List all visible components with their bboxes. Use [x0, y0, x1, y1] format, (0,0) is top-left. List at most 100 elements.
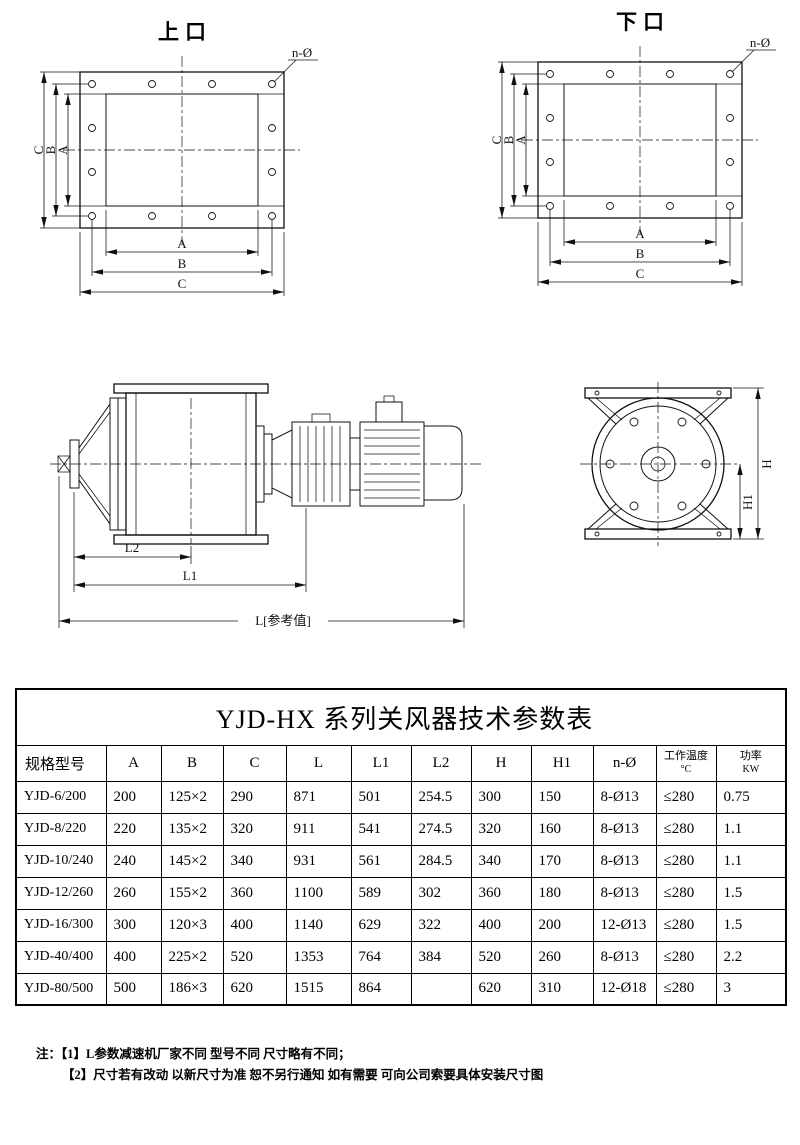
cell-temp: ≤280 — [655, 908, 717, 942]
cell-l1: 589 — [350, 876, 412, 910]
cell-a: 260 — [105, 876, 162, 910]
note-line-1: 注：【1】L参数减速机厂家不同 型号不同 尺寸略有不同； — [36, 1044, 776, 1065]
cell-l1: 864 — [350, 972, 412, 1006]
dim-a-left-label: A — [513, 135, 528, 145]
cell-model: YJD-8/220 — [15, 812, 107, 846]
bolt-callout: n-Ø — [273, 45, 318, 83]
cell-model: YJD-80/500 — [15, 972, 107, 1006]
centerlines — [522, 46, 758, 234]
dim-a-bottom-label: A — [177, 236, 187, 251]
note-line-2: 【2】尺寸若有改动 以新尺寸为准 恕不另行通知 如有需要 可向公司索要具体安装尺… — [62, 1065, 776, 1086]
col-header-model: 规格型号 — [15, 744, 107, 782]
table-title: YJD-HX 系列关风器技术参数表 — [15, 688, 787, 746]
cell-l2: 322 — [410, 908, 472, 942]
cell-a: 400 — [105, 940, 162, 974]
cell-power: 2.2 — [715, 940, 787, 974]
note-1: 【1】L参数减速机厂家不同 型号不同 尺寸略有不同； — [61, 1047, 351, 1061]
cell-temp: ≤280 — [655, 940, 717, 974]
cell-c: 340 — [222, 844, 287, 878]
centerlines — [580, 382, 738, 546]
cell-n: 8-Ø13 — [592, 780, 657, 814]
table-row: YJD-6/200 200 125×2 290 871 501 254.5 30… — [15, 780, 787, 814]
cell-n: 8-Ø13 — [592, 876, 657, 910]
table-row: YJD-80/500 500 186×3 620 1515 864 620 31… — [15, 972, 787, 1006]
cell-model: YJD-6/200 — [15, 780, 107, 814]
flange-bottom-svg: n-Ø A B C A B C — [489, 35, 776, 286]
bolt-callout: n-Ø — [731, 35, 776, 73]
fan-cowl — [423, 425, 463, 501]
table-row: YJD-10/240 240 145×2 340 931 561 284.5 3… — [15, 844, 787, 878]
gear-reducer — [255, 413, 361, 507]
cell-c: 360 — [222, 876, 287, 910]
cell-h1: 310 — [530, 972, 594, 1006]
end-view-svg: H H1 — [580, 382, 774, 546]
cell-b: 120×3 — [160, 908, 224, 942]
cell-b: 135×2 — [160, 812, 224, 846]
cell-temp: ≤280 — [655, 780, 717, 814]
cell-l: 871 — [285, 780, 352, 814]
cell-model: YJD-16/300 — [15, 908, 107, 942]
cell-l: 931 — [285, 844, 352, 878]
dim-h1-label: H1 — [740, 494, 755, 510]
dims-left: A B C — [489, 61, 546, 219]
cell-b: 186×3 — [160, 972, 224, 1006]
flange-drawing-top: 上口 — [12, 16, 332, 300]
cell-l2: 254.5 — [410, 780, 472, 814]
col-header-h: H — [470, 744, 532, 782]
table-title-row: YJD-HX 系列关风器技术参数表 — [15, 688, 787, 746]
cell-h: 620 — [470, 972, 532, 1006]
col-header-a: A — [105, 744, 162, 782]
motor — [359, 395, 463, 507]
cell-h: 340 — [470, 844, 532, 878]
cell-l1: 541 — [350, 812, 412, 846]
table-row: YJD-40/400 400 225×2 520 1353 764 384 52… — [15, 940, 787, 974]
cell-c: 520 — [222, 940, 287, 974]
cell-temp: ≤280 — [655, 876, 717, 910]
col-header-l2: L2 — [410, 744, 472, 782]
bolt-callout-label: n-Ø — [292, 45, 312, 60]
dim-h: H — [733, 387, 774, 540]
cell-a: 500 — [105, 972, 162, 1006]
cell-power: 1.1 — [715, 844, 787, 878]
dim-c-bottom-label: C — [636, 266, 645, 281]
cell-temp: ≤280 — [655, 844, 717, 878]
table-row: YJD-12/260 260 155×2 360 1100 589 302 36… — [15, 876, 787, 910]
col-header-l1: L1 — [350, 744, 412, 782]
cell-c: 620 — [222, 972, 287, 1006]
cell-c: 320 — [222, 812, 287, 846]
dim-a-bottom-label: A — [635, 226, 645, 241]
cell-model: YJD-40/400 — [15, 940, 107, 974]
dim-l: L[参考值] — [58, 476, 465, 628]
col-header-n: n-Ø — [592, 744, 657, 782]
bolt-callout-label: n-Ø — [750, 35, 770, 50]
dims-left: A B C — [31, 71, 88, 229]
cell-power: 1.5 — [715, 908, 787, 942]
cell-power: 1.1 — [715, 812, 787, 846]
cell-l2: 302 — [410, 876, 472, 910]
inlet-cone — [69, 397, 127, 531]
dim-l2-label: L2 — [125, 540, 139, 555]
table-row: YJD-8/220 220 135×2 320 911 541 274.5 32… — [15, 812, 787, 846]
flange-top-title: 上口 — [158, 20, 212, 44]
cell-l1: 501 — [350, 780, 412, 814]
cell-l1: 629 — [350, 908, 412, 942]
dim-l1: L1 — [74, 508, 307, 592]
col-header-l: L — [285, 744, 352, 782]
cell-temp: ≤280 — [655, 972, 717, 1006]
dim-c-left-label: C — [489, 136, 504, 145]
cell-l1: 764 — [350, 940, 412, 974]
dim-b-bottom-label: B — [178, 256, 187, 271]
cell-a: 200 — [105, 780, 162, 814]
side-view-drawing: L2 L1 L[参考值] — [38, 376, 508, 638]
cell-h: 360 — [470, 876, 532, 910]
dim-l-label: L[参考值] — [255, 613, 311, 628]
dim-h-label: H — [759, 459, 774, 468]
dim-b-left-label: B — [501, 135, 516, 144]
flange-drawing-bottom: 下口 — [470, 6, 790, 290]
cell-l: 1353 — [285, 940, 352, 974]
table-row: YJD-16/300 300 120×3 400 1140 629 322 40… — [15, 908, 787, 942]
cell-c: 400 — [222, 908, 287, 942]
